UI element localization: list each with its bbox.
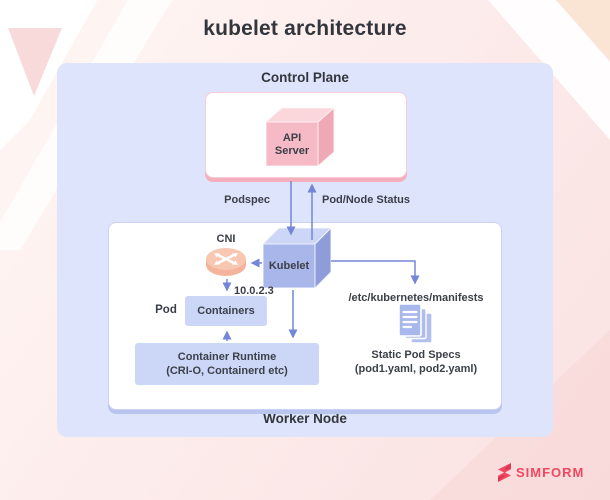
pod-node-status-edge-label: Pod/Node Status xyxy=(322,194,411,206)
cni-label: CNI xyxy=(216,233,236,245)
manifests-path-label: /etc/kubernetes/manifests xyxy=(348,292,484,304)
control-plane-box xyxy=(205,92,407,178)
simform-logo-icon xyxy=(498,463,511,482)
page-title: kubelet architecture xyxy=(203,17,407,40)
container-runtime-line2: (CRI-O, Containerd etc) xyxy=(166,365,288,377)
podspec-edge-label: Podspec xyxy=(224,194,270,206)
brand-logo-text: SIMFORM xyxy=(516,465,585,480)
control-plane-label: Control Plane xyxy=(261,70,349,85)
cni-ip-label: 10.0.2.3 xyxy=(234,285,274,297)
documents-stack-icon xyxy=(398,303,436,353)
static-pod-specs-label: Static Pod Specs (pod1.yaml, pod2.yaml) xyxy=(330,348,502,376)
static-pod-specs-line1: Static Pod Specs xyxy=(371,349,461,361)
worker-node-label: Worker Node xyxy=(263,411,347,426)
pod-label: Pod xyxy=(155,304,177,316)
static-pod-specs-line2: (pod1.yaml, pod2.yaml) xyxy=(354,363,478,375)
container-runtime-line1: Container Runtime xyxy=(177,351,277,363)
containers-node: Containers xyxy=(185,296,267,326)
brand-logo: SIMFORM xyxy=(497,463,584,482)
cni-router-icon xyxy=(206,247,246,282)
container-runtime-node: Container Runtime (CRI-O, Containerd etc… xyxy=(135,343,319,385)
